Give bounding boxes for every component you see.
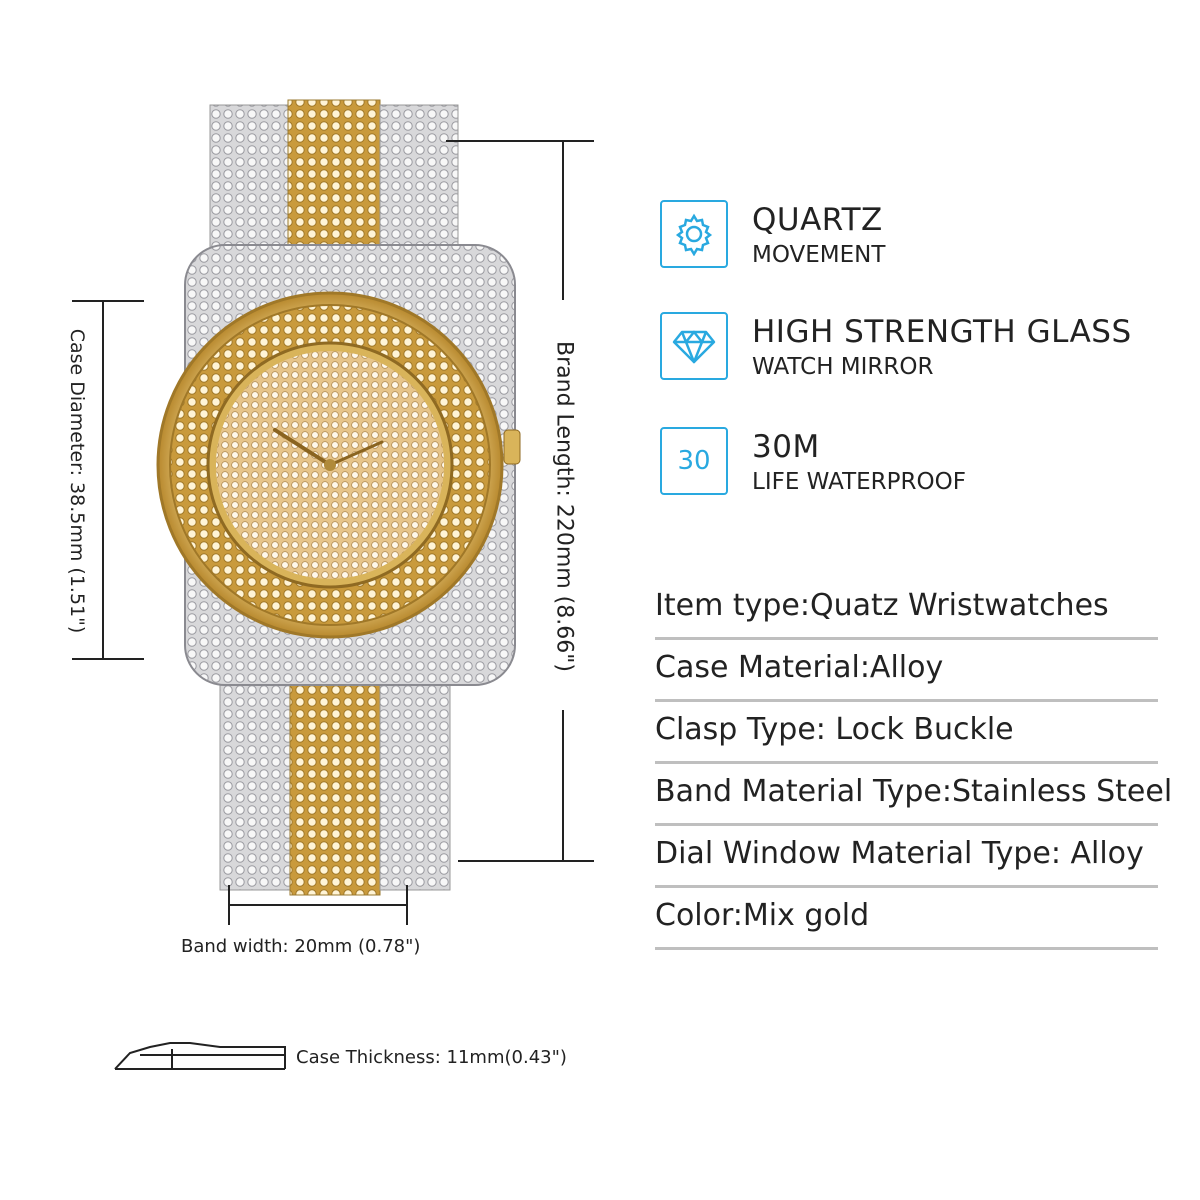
case-thickness-label: Case Thickness: 11mm(0.43") (296, 1047, 567, 1068)
spec-dial-window-material: Dial Window Material Type: Alloy (655, 826, 1158, 888)
brand-length-line-bottom (562, 710, 564, 860)
spec-case-material: Case Material:Alloy (655, 640, 1158, 702)
spec-text: Dial Window Material Type: Alloy (655, 836, 1144, 871)
brand-length-top-tick (446, 140, 594, 142)
spec-item-type: Item type:Quatz Wristwatches (655, 578, 1158, 640)
spec-divider (655, 885, 1158, 888)
band-width-line (228, 904, 408, 906)
spec-text: Item type:Quatz Wristwatches (655, 588, 1109, 623)
band-width-right-tick (406, 885, 408, 925)
depth-number: 30 (677, 446, 711, 476)
spec-divider (655, 823, 1158, 826)
spec-text: Clasp Type: Lock Buckle (655, 712, 1014, 747)
watch-image (156, 99, 521, 896)
case-diameter-bottom-tick (72, 658, 144, 660)
gear-icon (660, 200, 728, 268)
feature-glass: HIGH STRENGTH GLASS WATCH MIRROR (660, 312, 1180, 384)
feature-subtitle: LIFE WATERPROOF (752, 469, 966, 495)
feature-subtitle: MOVEMENT (752, 242, 886, 268)
spec-divider (655, 761, 1158, 764)
feature-subtitle: WATCH MIRROR (752, 354, 934, 380)
feature-quartz: QUARTZ MOVEMENT (660, 200, 1180, 272)
spec-text: Color:Mix gold (655, 898, 870, 933)
band-width-label: Band width: 20mm (0.78") (181, 936, 421, 957)
diamond-icon (660, 312, 728, 380)
spec-clasp-type: Clasp Type: Lock Buckle (655, 702, 1158, 764)
spec-band-material: Band Material Type:Stainless Steel (655, 764, 1172, 826)
feature-title: HIGH STRENGTH GLASS (752, 314, 1132, 350)
spec-divider (655, 699, 1158, 702)
spec-color: Color:Mix gold (655, 888, 1158, 950)
spec-text: Band Material Type:Stainless Steel (655, 774, 1173, 809)
spec-divider (655, 637, 1158, 640)
case-diameter-label: Case Diameter: 38.5mm (1.51") (66, 328, 88, 634)
spec-divider (655, 947, 1158, 950)
waterproof-depth-icon: 30 (660, 427, 728, 495)
case-diameter-top-tick (72, 300, 144, 302)
case-diameter-line (102, 300, 104, 660)
brand-length-bottom-tick (458, 860, 594, 862)
feature-title: 30M (752, 429, 820, 465)
case-thickness-icon (114, 1042, 286, 1070)
brand-length-line-top (562, 140, 564, 300)
feature-title: QUARTZ (752, 202, 883, 238)
brand-length-label: Brand Length: 220mm (8.66") (551, 341, 577, 672)
feature-waterproof: 30 30M LIFE WATERPROOF (660, 427, 1180, 499)
spec-text: Case Material:Alloy (655, 650, 944, 685)
